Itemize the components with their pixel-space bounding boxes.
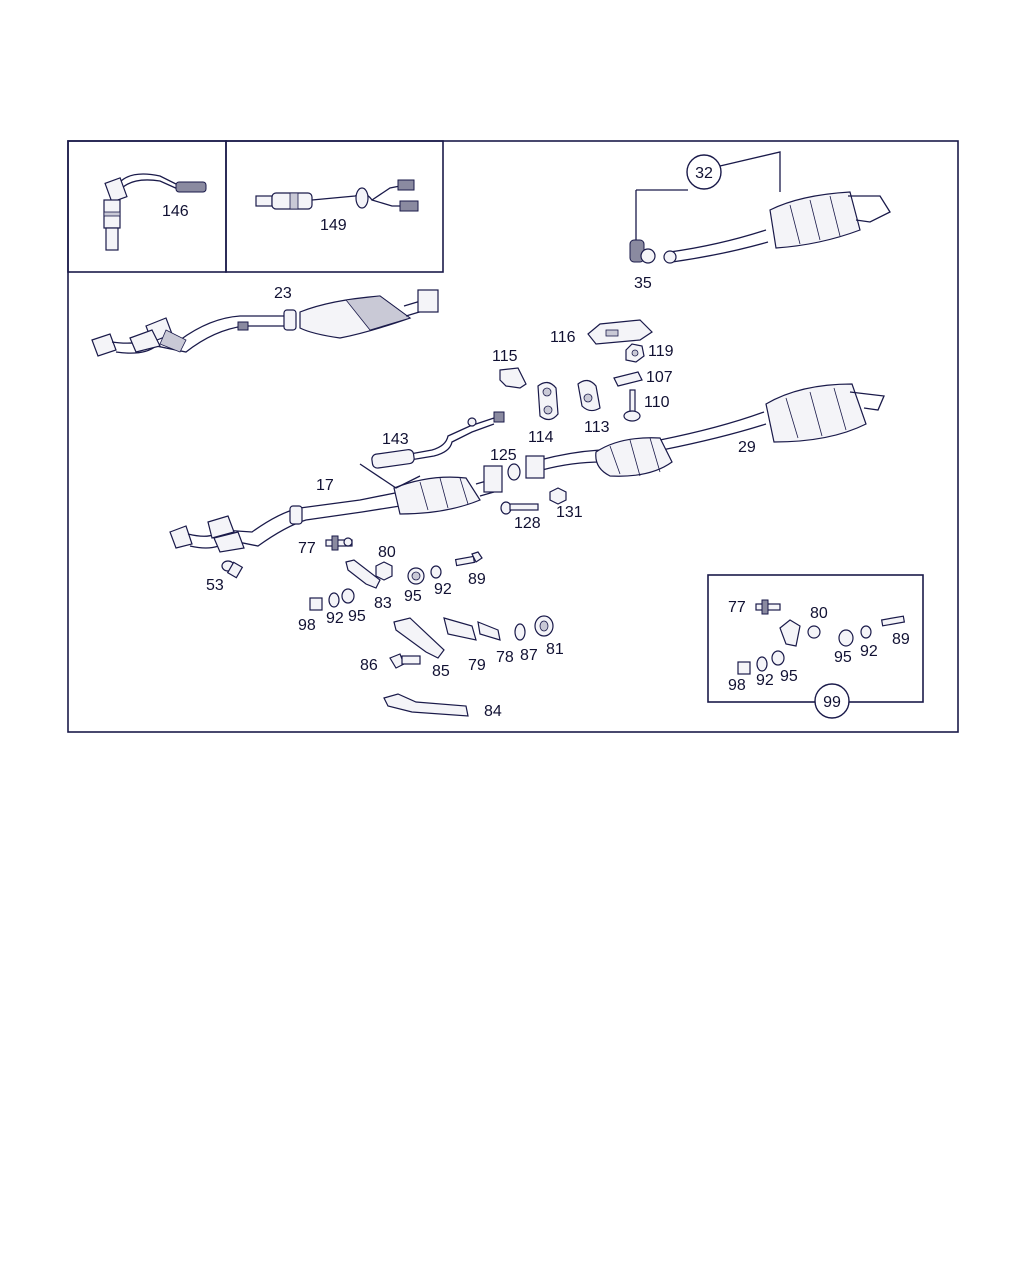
label-77: 77 [298, 540, 316, 557]
mount-95[interactable] [407, 567, 425, 585]
bolt-89[interactable] [454, 551, 483, 567]
sensor-pipe-143[interactable] [371, 411, 505, 469]
rubber-mount-113[interactable] [577, 379, 601, 412]
main-frame [67, 140, 959, 733]
inset-frame-149 [225, 140, 444, 273]
nut-81[interactable] [534, 615, 554, 637]
label-149: 149 [320, 217, 347, 234]
hanger-116[interactable] [587, 319, 653, 345]
nut-98-inset[interactable] [737, 661, 751, 675]
label-78: 78 [496, 649, 514, 666]
label-95: 95 [404, 588, 422, 605]
nut-98[interactable] [309, 597, 323, 611]
mount-95b-inset[interactable] [771, 650, 785, 666]
mount-95b[interactable] [341, 588, 355, 604]
clamp-77[interactable] [325, 535, 353, 551]
label-86: 86 [360, 657, 378, 674]
label-146: 146 [162, 203, 189, 220]
label-92b-inset: 92 [756, 672, 774, 689]
label-81: 81 [546, 641, 564, 658]
bolt-89-inset[interactable] [880, 615, 906, 627]
plate-79[interactable] [443, 617, 477, 641]
nut-131[interactable] [549, 487, 567, 505]
bracket-84[interactable] [383, 693, 469, 717]
label-53: 53 [206, 577, 224, 594]
callout-circle-99 [814, 683, 850, 719]
label-99: 99 [823, 694, 841, 711]
front-pipe-17[interactable] [169, 463, 503, 553]
oxygen-sensor-149[interactable] [255, 179, 419, 212]
label-116: 116 [550, 329, 576, 346]
washer-92[interactable] [430, 565, 442, 579]
label-77-inset: 77 [728, 599, 746, 616]
label-131: 131 [556, 504, 583, 521]
label-115: 115 [492, 348, 518, 365]
label-95b: 95 [348, 608, 366, 625]
label-92b: 92 [326, 610, 344, 627]
label-113: 113 [584, 419, 610, 436]
clamp-77-inset[interactable] [755, 599, 781, 615]
rear-muffler-32[interactable] [629, 151, 891, 264]
label-95b-inset: 95 [780, 668, 798, 685]
label-143: 143 [382, 431, 409, 448]
label-80-inset: 80 [810, 605, 828, 622]
label-128: 128 [514, 515, 541, 532]
clip-107[interactable] [613, 371, 643, 387]
label-92-inset: 92 [860, 643, 878, 660]
label-107: 107 [646, 369, 673, 386]
label-89-inset: 89 [892, 631, 910, 648]
label-17: 17 [316, 477, 334, 494]
label-92: 92 [434, 581, 452, 598]
inset-frame-146 [67, 140, 227, 273]
label-119: 119 [648, 343, 674, 360]
rubber-mount-114[interactable] [537, 381, 559, 421]
front-pipe-23[interactable] [91, 289, 439, 357]
label-110: 110 [644, 394, 670, 411]
oxygen-sensor-146[interactable] [103, 173, 207, 251]
label-89: 89 [468, 571, 486, 588]
label-87: 87 [520, 647, 538, 664]
label-35: 35 [634, 275, 652, 292]
label-32: 32 [695, 165, 713, 182]
washer-92b[interactable] [328, 592, 340, 608]
label-84: 84 [484, 703, 502, 720]
bolt-86[interactable] [389, 653, 421, 669]
strap-78[interactable] [477, 621, 501, 641]
bracket-85[interactable] [393, 617, 445, 659]
washer-87[interactable] [514, 623, 526, 641]
callout-circle-32 [686, 154, 722, 190]
washer-92b-inset[interactable] [756, 656, 768, 672]
label-98-inset: 98 [728, 677, 746, 694]
label-83: 83 [374, 595, 392, 612]
bolt-53[interactable] [221, 560, 244, 579]
bracket-83[interactable] [345, 559, 381, 589]
bracket-115[interactable] [499, 367, 527, 389]
bracket-80-inset[interactable] [779, 619, 821, 647]
label-80: 80 [378, 544, 396, 561]
bolt-128[interactable] [500, 501, 539, 515]
label-85: 85 [432, 663, 450, 680]
label-98: 98 [298, 617, 316, 634]
seal-125[interactable] [507, 463, 521, 481]
washer-92-inset[interactable] [860, 625, 872, 639]
nut-80[interactable] [375, 561, 393, 581]
label-23: 23 [274, 285, 292, 302]
nut-119[interactable] [625, 343, 645, 363]
label-95-inset: 95 [834, 649, 852, 666]
label-79: 79 [468, 657, 486, 674]
mount-95-inset[interactable] [838, 629, 854, 647]
label-114: 114 [528, 429, 554, 446]
bolt-110[interactable] [623, 389, 641, 422]
label-125: 125 [490, 447, 517, 464]
label-29: 29 [738, 439, 756, 456]
middle-rear-section-29[interactable] [525, 383, 885, 479]
